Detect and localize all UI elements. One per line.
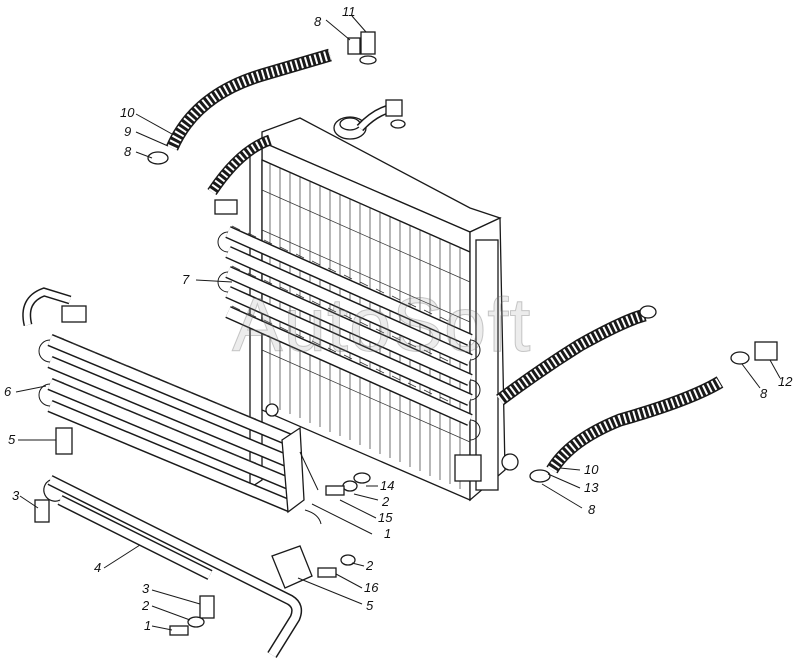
callout-10-right: 10: [584, 462, 599, 477]
callout-3-left: 3: [12, 488, 20, 503]
callout-8-left: 8: [124, 144, 132, 159]
callout-labels: 11 8 10 9 8 7 6 5 3 4 3 2 1 14 2 15 1 2 …: [4, 4, 793, 633]
callout-12: 12: [778, 374, 793, 389]
callout-7: 7: [182, 272, 190, 287]
callout-8-right-low: 8: [588, 502, 596, 517]
callout-1-mid: 1: [384, 526, 391, 541]
upper-left-hose: [166, 48, 332, 151]
callout-4: 4: [94, 560, 101, 575]
callout-8-top: 8: [314, 14, 322, 29]
callout-16: 16: [364, 580, 379, 595]
callout-2-lower: 2: [365, 558, 374, 573]
callout-11-top: 11: [342, 4, 356, 19]
callout-3-bottom: 3: [142, 581, 150, 596]
callout-9: 9: [124, 124, 131, 139]
callout-14: 14: [380, 478, 394, 493]
right-lower-hose: [546, 376, 724, 474]
callout-5-left: 5: [8, 432, 16, 447]
lower-oil-cooler: [22, 287, 322, 525]
hardware-parts: [34, 31, 778, 636]
callout-5-lower: 5: [366, 598, 374, 613]
callout-2-mid: 2: [381, 494, 390, 509]
callout-10-left: 10: [120, 105, 135, 120]
callout-6: 6: [4, 384, 12, 399]
leader-lines: [15, 15, 781, 631]
callout-2-bottom: 2: [141, 598, 150, 613]
right-long-hose: [496, 308, 647, 406]
callout-15: 15: [378, 510, 393, 525]
callout-8-right: 8: [760, 386, 768, 401]
callout-13: 13: [584, 480, 599, 495]
callout-1-bottom: 1: [144, 618, 151, 633]
upper-oil-cooler: [214, 199, 482, 482]
bypass-pipe: [43, 475, 303, 658]
